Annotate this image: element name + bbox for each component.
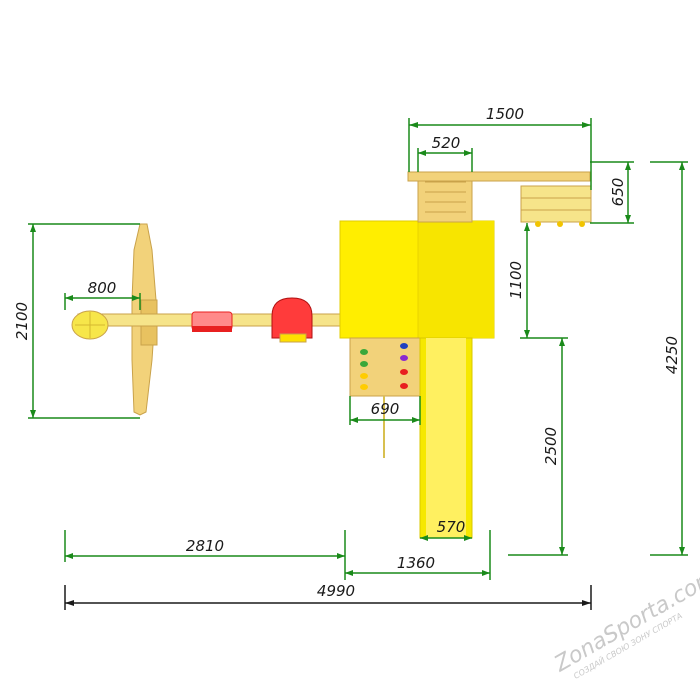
dim-slide-width-label: 570 bbox=[437, 518, 466, 536]
dim-swing-seat-label: 800 bbox=[88, 279, 117, 297]
dim-bench-depth-label: 650 bbox=[609, 178, 627, 207]
dimension-lines bbox=[28, 118, 688, 580]
bench-platform bbox=[407, 171, 592, 227]
red-belt-swing bbox=[191, 311, 233, 332]
dim-wall-width-label: 690 bbox=[371, 400, 400, 418]
playground-drawing bbox=[71, 171, 592, 539]
dim-total-depth-label: 4250 bbox=[663, 336, 681, 374]
overall-dimension-line bbox=[64, 585, 592, 610]
dimension-arrows bbox=[30, 122, 685, 576]
nest-swing-seat bbox=[71, 310, 109, 340]
slide bbox=[419, 337, 473, 539]
tower-roof bbox=[339, 220, 495, 339]
dim-total-width-label: 4990 bbox=[317, 582, 355, 600]
dim-swing-width-label: 2100 bbox=[13, 302, 31, 340]
watermark: ZonaSporta.com СОЗДАЙ СВОЮ ЗОНУ СПОРТА bbox=[550, 564, 700, 681]
dim-left-span-label: 2810 bbox=[186, 537, 224, 555]
dim-tower-depth-label: 1100 bbox=[507, 261, 525, 299]
red-bucket-swing bbox=[271, 297, 313, 343]
climbing-wall bbox=[349, 337, 421, 458]
overall-arrows bbox=[65, 600, 591, 606]
dim-right-span-label: 1360 bbox=[397, 554, 435, 572]
dim-ladder-width-label: 520 bbox=[432, 134, 461, 152]
dim-slide-length-label: 2500 bbox=[542, 427, 560, 465]
dim-top-width-label: 1500 bbox=[486, 105, 524, 123]
